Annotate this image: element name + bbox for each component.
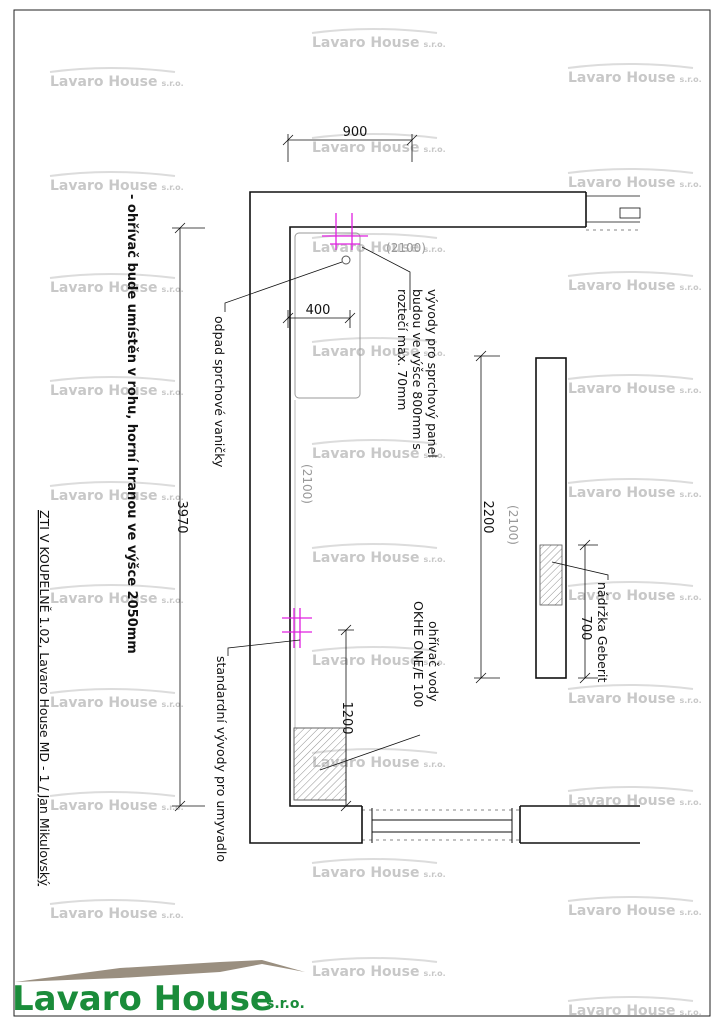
height-label-top: (2100): [386, 241, 426, 255]
watermark-swoosh: [49, 67, 176, 73]
watermark-swoosh: [567, 581, 694, 587]
watermark-swoosh: [567, 168, 694, 174]
heater-note-1: ohřívač vody: [426, 621, 441, 702]
top-right-opening: [586, 195, 640, 223]
right-wall-bottom: [519, 805, 640, 844]
watermark-swoosh: [567, 374, 694, 380]
watermark-swoosh: [311, 957, 438, 963]
logo-roof-icon: [15, 960, 305, 982]
watermark-swoosh: [311, 646, 438, 652]
shower-outlets-note-3: roztečí max. 70mm: [395, 289, 410, 410]
sheet-border: [13, 9, 711, 1017]
watermark-swoosh: [567, 271, 694, 277]
drawing-title: ZTI V KOUPELNĚ 1.02, Lavaro House MD - 1…: [37, 510, 52, 887]
watermark-swoosh: [567, 478, 694, 484]
height-label-right: (2100): [506, 505, 520, 545]
watermark-swoosh: [49, 688, 176, 694]
watermark-swoosh: [567, 684, 694, 690]
dim-900-label: 900: [343, 125, 368, 140]
watermark-swoosh: [311, 543, 438, 549]
shower-outlet-icon: [322, 213, 368, 250]
inner-wall: [289, 226, 586, 807]
height-label-mid: (2100): [300, 464, 314, 504]
watermark-swoosh: [49, 791, 176, 797]
shower-drain-note: odpad sprchové vaničky: [212, 316, 227, 468]
door-frame: [371, 808, 513, 843]
watermark-swoosh: [567, 896, 694, 902]
dim-400-label: 400: [306, 303, 331, 318]
watermark-swoosh: [49, 171, 176, 177]
heater-note-2: OKHE ONE/E 100: [411, 601, 426, 707]
dim-2200-label: 2200: [480, 500, 495, 533]
dim-700-label: 700: [578, 616, 593, 641]
watermark-swoosh: [567, 996, 694, 1002]
leader-lines: [224, 246, 609, 771]
company-logo: Lavaro House s.r.o.: [12, 960, 305, 1019]
shower-tray: [294, 232, 361, 399]
washbasin-outlet-icon: [282, 608, 312, 648]
logo-suffix: s.r.o.: [266, 996, 305, 1012]
watermark-swoosh: [49, 584, 176, 590]
watermark-swoosh: [49, 376, 176, 382]
watermark-swoosh: [311, 337, 438, 343]
geberit-note: nádržka Geberit: [595, 582, 610, 682]
logo-text: Lavaro House: [12, 979, 273, 1019]
dimension-lines: [172, 134, 598, 812]
installation-wall: [535, 357, 567, 679]
watermark-swoosh: [311, 858, 438, 864]
heater-placement-note: - ohřívač bude umístěn v rohu, horní hra…: [124, 194, 139, 654]
watermark-swoosh: [49, 481, 176, 487]
watermark-swoosh: [311, 439, 438, 445]
washbasin-outlets-note: standardní vývody pro umyvadlo: [214, 656, 229, 862]
watermark-swoosh: [567, 63, 694, 69]
dim-3970-label: 3970: [174, 500, 189, 533]
dim-1200-label: 1200: [339, 701, 354, 734]
shower-drain-icon: [341, 255, 351, 265]
shower-outlets-note-2: budou ve výšce 800mm s: [410, 289, 425, 450]
outer-wall: [249, 191, 586, 844]
watermark-swoosh: [311, 133, 438, 139]
walls: [249, 191, 641, 844]
watermark-swoosh: [567, 786, 694, 792]
watermark-swoosh: [49, 899, 176, 905]
top-right-frame: [619, 207, 641, 219]
shower-outlets-note-1: vývody pro sprchový panel: [425, 289, 440, 458]
watermark-swoosh: [49, 273, 176, 279]
geberit-tank: [539, 544, 563, 606]
watermark-swoosh: [311, 28, 438, 34]
